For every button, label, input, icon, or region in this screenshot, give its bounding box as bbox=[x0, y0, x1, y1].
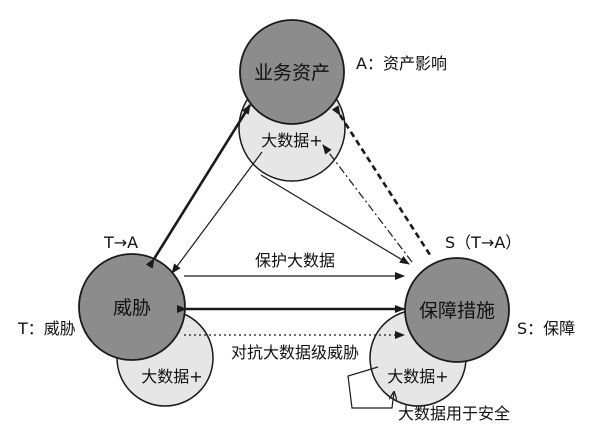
threat-side-label: T：威胁 bbox=[17, 319, 76, 338]
safeguard-title: 保障措施 bbox=[419, 300, 495, 322]
asset-title: 业务资产 bbox=[254, 62, 330, 84]
safeguard-circle bbox=[404, 257, 510, 363]
edge-safeguard-asset-dashdot bbox=[322, 144, 413, 263]
threat-node: 威胁 大数据+ T：威胁 T→A bbox=[17, 233, 214, 407]
safeguard-node: 保障措施 大数据+ S：保障 S（T→A） bbox=[369, 233, 575, 407]
threat-top-label: T→A bbox=[103, 233, 138, 252]
safeguard-bigdata-label: 大数据+ bbox=[387, 367, 448, 386]
protect-bigdata-label: 保护大数据 bbox=[255, 251, 335, 270]
asset-circle bbox=[239, 19, 345, 125]
safeguard-side-label: S：保障 bbox=[517, 319, 575, 338]
edge-asset-threat-thin bbox=[171, 151, 263, 274]
asset-impact-label: A：资产影响 bbox=[356, 54, 447, 73]
asset-bigdata-label: 大数据+ bbox=[261, 131, 322, 150]
edge-asset-safeguard-dashed bbox=[331, 105, 434, 259]
bigdata-for-security-label: 大数据用于安全 bbox=[398, 404, 510, 423]
threat-title: 威胁 bbox=[113, 297, 151, 319]
safeguard-top-label: S（T→A） bbox=[445, 233, 521, 252]
edge-bigdata-for-security-loop bbox=[347, 366, 394, 409]
edge-threat-asset-bold bbox=[145, 104, 252, 269]
edge-asset-safeguard-thin bbox=[260, 174, 410, 265]
asset-node: 业务资产 大数据+ A：资产影响 bbox=[238, 19, 447, 182]
threat-bigdata-label: 大数据+ bbox=[141, 367, 202, 386]
counter-threats-label: 对抗大数据级威胁 bbox=[231, 343, 359, 362]
